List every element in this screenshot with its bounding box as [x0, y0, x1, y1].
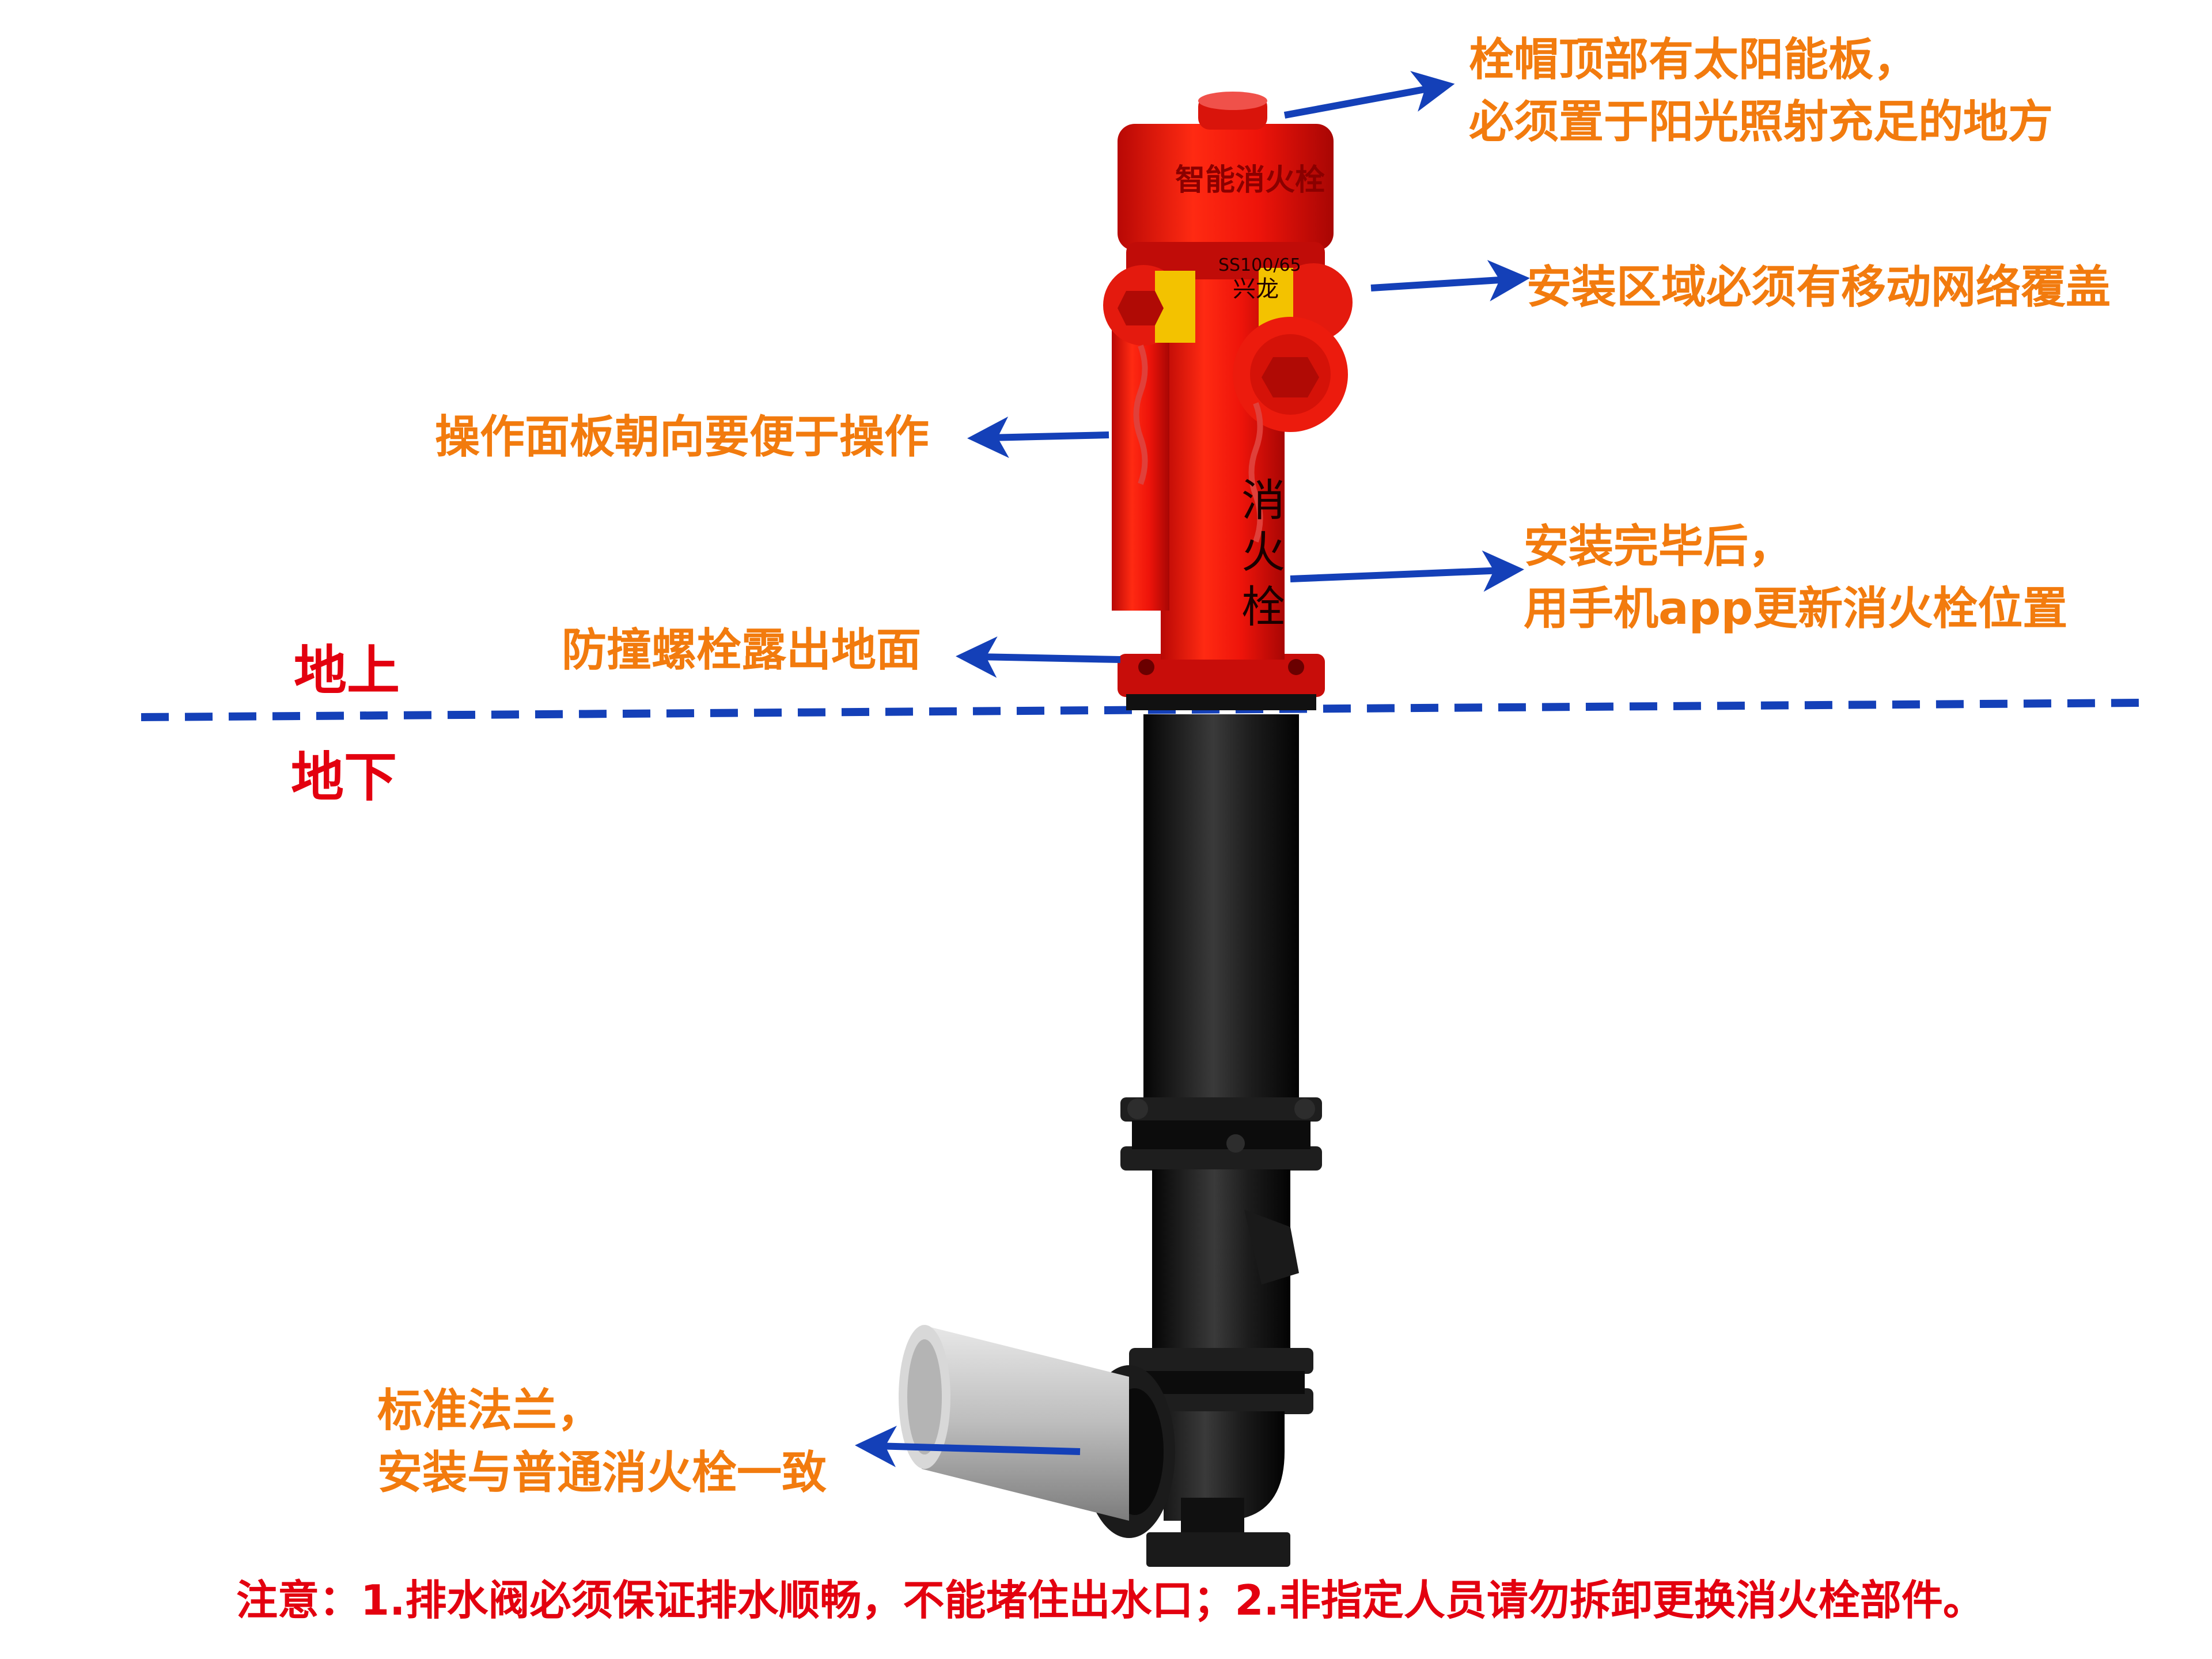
callout-solar-line1: 栓帽顶部有太阳能板， — [1469, 34, 1919, 86]
callout-network: 安装区域必须有移动网络覆盖 — [1527, 256, 2111, 319]
arrow-bolts — [956, 636, 1121, 678]
callout-solar-panel: 栓帽顶部有太阳能板， 必须置于阳光照射充足的地方 — [1469, 29, 2053, 153]
body-char-3: 栓 — [1241, 581, 1285, 632]
callout-flange-line2: 安装与普通消火栓一致 — [377, 1447, 827, 1499]
arrow-flange — [855, 1426, 1081, 1467]
arrow-network — [1370, 260, 1530, 302]
callout-flange-line1: 标准法兰， — [377, 1385, 603, 1437]
callout-network-text: 安装区域必须有移动网络覆盖 — [1527, 262, 2111, 313]
callout-operation-panel: 操作面板朝向要便于操作 — [435, 406, 929, 468]
callout-app-line1: 安装完毕后， — [1524, 521, 1794, 573]
inlet-pipe — [899, 1325, 1129, 1521]
footer-note: 注意：1.排水阀必须保证排水顺畅，不能堵住出水口；2.非指定人员请勿拆卸更换消火… — [236, 1576, 1984, 1624]
arrow-solar — [1283, 71, 1455, 119]
arrow-app — [1290, 550, 1524, 592]
below-ground-label: 地下 — [291, 747, 397, 808]
callout-anti-collision-bolts: 防撞螺栓露出地面 — [562, 619, 921, 681]
ground-line — [141, 699, 2143, 721]
cap-text: 智能消火栓 — [1175, 162, 1325, 198]
brand-text: 兴龙 — [1233, 276, 1279, 302]
arrow-operation — [967, 416, 1109, 459]
underground-pipe — [1083, 714, 1322, 1567]
body-char-2: 火 — [1241, 527, 1285, 578]
callout-app-line2: 用手机app更新消火栓位置 — [1524, 583, 2068, 635]
above-ground-label: 地上 — [294, 640, 400, 702]
callout-bolts-text: 防撞螺栓露出地面 — [562, 624, 922, 676]
model-text: SS100/65 — [1218, 255, 1301, 275]
hydrant-body — [1103, 92, 1353, 710]
callout-app-update: 安装完毕后， 用手机app更新消火栓位置 — [1524, 516, 2067, 640]
callout-flange: 标准法兰， 安装与普通消火栓一致 — [377, 1380, 827, 1504]
body-char-1: 消 — [1241, 475, 1285, 526]
callout-solar-line2: 必须置于阳光照射充足的地方 — [1469, 96, 2054, 148]
callout-operation-text: 操作面板朝向要便于操作 — [435, 411, 930, 463]
